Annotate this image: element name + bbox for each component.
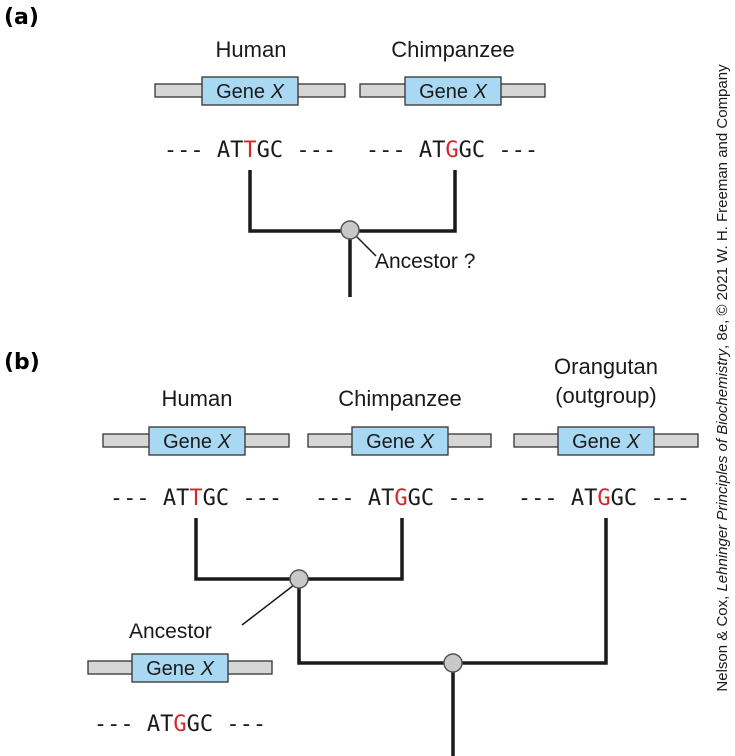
gene-x-chromosome-human-b: Gene X (102, 426, 290, 456)
mutation-base: T (189, 486, 202, 511)
gene-x-chromosome-chimpanzee-b: Gene X (307, 426, 492, 456)
sequence-chimpanzee-b: --- ATGGC --- (315, 486, 487, 511)
sequence-human-a: --- ATTGC --- (164, 138, 336, 163)
sequence-ancestor-b: --- ATGGC --- (94, 712, 266, 737)
species-chimpanzee-b: Chimpanzee (338, 386, 462, 411)
ancestor-label-b: Ancestor (129, 620, 212, 643)
gene-label: Gene (216, 81, 265, 103)
gene-x-chromosome-ancestor-b: Gene X (87, 653, 273, 683)
svg-text:Gene X: Gene X (163, 431, 232, 453)
gene-x-chromosome-chimpanzee-a: Gene X (359, 76, 546, 106)
ancestor-node-human-chimp (289, 569, 309, 589)
svg-text:Gene X: Gene X (366, 431, 435, 453)
mutation-base: G (445, 138, 458, 163)
mutation-base: G (597, 486, 610, 511)
species-chimpanzee-a: Chimpanzee (391, 37, 515, 62)
mutation-base: G (394, 486, 407, 511)
gene-x-chromosome-orangutan-b: Gene X (513, 426, 699, 456)
credit-line: Nelson & Cox, Lehninger Principles of Bi… (714, 64, 731, 692)
species-human-b: Human (162, 386, 233, 411)
mutation-base: T (243, 138, 256, 163)
gene-x-chromosome-human-a: Gene X (154, 76, 346, 106)
gene-italic: X (270, 81, 285, 103)
tree-b (194, 518, 608, 756)
tree-a (248, 170, 457, 297)
panel-b-label: (b) (4, 350, 40, 375)
svg-text:Gene X: Gene X (419, 81, 488, 103)
ancestor-node-a (340, 220, 360, 240)
sequence-human-b: --- ATTGC --- (110, 486, 282, 511)
species-human-a: Human (216, 37, 287, 62)
species-orangutan-outgroup-b: (outgroup) (555, 383, 657, 408)
sequence-chimpanzee-a: --- ATGGC --- (366, 138, 538, 163)
ancestor-node-outgroup (443, 653, 463, 673)
sequence-orangutan-b: --- ATGGC --- (518, 486, 690, 511)
species-orangutan-b: Orangutan (554, 354, 658, 379)
svg-text:Gene X: Gene X (216, 81, 285, 103)
svg-text:Gene X: Gene X (572, 431, 641, 453)
ancestor-label-a: Ancestor ? (375, 250, 475, 273)
mutation-base: G (173, 712, 186, 737)
panel-a-label: (a) (4, 5, 39, 30)
svg-text:Gene X: Gene X (146, 658, 215, 680)
